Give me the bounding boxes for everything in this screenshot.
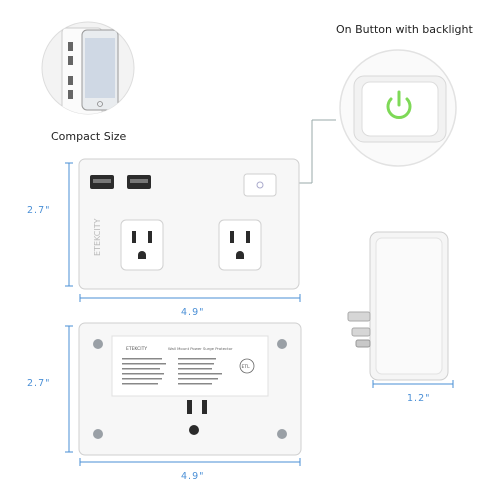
device-back-view: ETEKCITY Wall Mount Power Surge Protecto… (78, 322, 302, 456)
front-width-label: 4.9" (181, 307, 205, 318)
power-button[interactable] (243, 173, 277, 197)
device-side-view (340, 230, 470, 390)
power-icon (386, 90, 412, 119)
device-with-phone-illustration (41, 21, 135, 115)
usb-port-icon (90, 175, 151, 189)
etl-mark: ETL (239, 358, 255, 374)
compact-size-thumbnail (40, 20, 136, 116)
back-width-label: 4.9" (181, 471, 205, 482)
brand-watermark: ETEKCITY (93, 218, 102, 256)
device-front-view: ETEKCITY (78, 158, 300, 290)
back-height-label: 2.7" (27, 378, 51, 389)
svg-text:ETL: ETL (242, 364, 251, 370)
side-depth-label: 1.2" (407, 393, 431, 404)
back-title: Wall Mount Power Surge Protector (168, 346, 233, 351)
brand-logo-back: ETEKCITY (126, 346, 147, 352)
compact-size-label: Compact Size (51, 130, 127, 143)
plug-prongs-icon (187, 400, 207, 435)
on-button-label: On Button with backlight (336, 23, 473, 36)
plug-prongs-icon (347, 311, 371, 348)
front-height-label: 2.7" (27, 205, 51, 216)
outlet-icon (120, 219, 262, 271)
power-button-zoom (336, 46, 460, 170)
